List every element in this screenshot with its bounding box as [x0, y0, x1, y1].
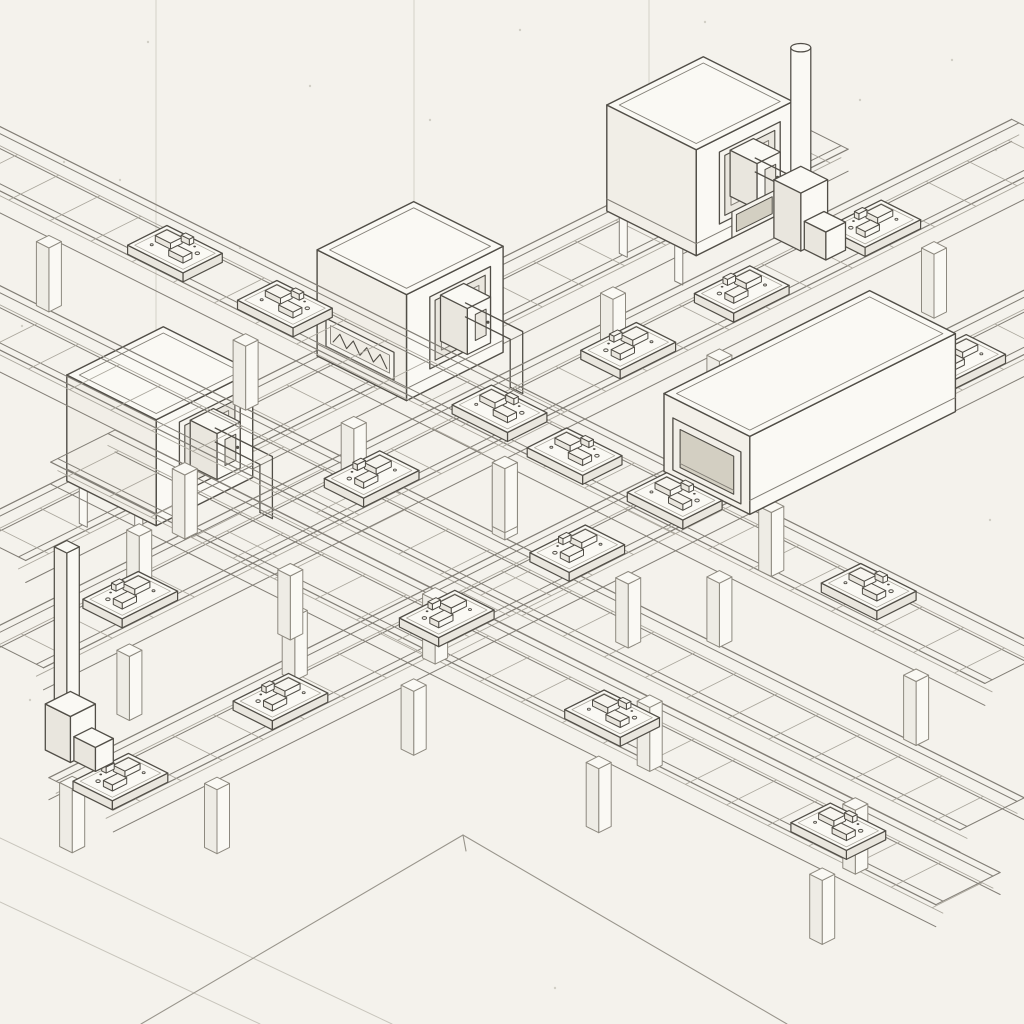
support-post: [758, 499, 785, 577]
circuit-board: [398, 589, 495, 648]
support-posts: [35, 234, 947, 945]
support-post: [921, 241, 947, 319]
support-post: [116, 643, 143, 721]
circuit-board: [451, 384, 548, 443]
oven-machine-center: [316, 200, 524, 402]
support-post: [204, 776, 230, 855]
round-exhaust-chimney: [773, 42, 847, 261]
oven-machine-right: [606, 56, 814, 286]
support-post: [706, 570, 733, 648]
oven-machines: [66, 56, 814, 556]
circuit-board: [236, 279, 333, 338]
circuit-board: [626, 472, 723, 530]
conveyor-belt-C2: [0, 284, 1024, 853]
support-post: [59, 775, 86, 854]
floor-edge-lines: [140, 834, 788, 1024]
support-post: [903, 668, 930, 746]
support-post: [809, 867, 836, 945]
circuit-board: [790, 802, 887, 861]
circuit-board: [580, 321, 677, 380]
circuit-board: [82, 570, 179, 629]
support-post: [491, 455, 518, 534]
support-post: [171, 462, 198, 540]
support-post: [615, 571, 642, 649]
support-post: [232, 333, 259, 411]
circuit-board: [820, 562, 917, 621]
circuit-board: [529, 524, 626, 583]
support-post: [400, 678, 427, 756]
circuit-board: [564, 689, 661, 748]
tunnel-oven-machine: [663, 289, 957, 516]
circuit-board: [323, 450, 420, 508]
circuit-board: [526, 427, 623, 485]
circuit-board: [72, 752, 169, 811]
circuit-board: [232, 672, 329, 731]
support-post: [585, 755, 612, 834]
support-post: [35, 234, 62, 313]
circuit-board: [126, 224, 223, 283]
square-exhaust-chimney: [44, 539, 114, 773]
support-post: [277, 563, 304, 641]
circuit-board: [693, 265, 790, 323]
